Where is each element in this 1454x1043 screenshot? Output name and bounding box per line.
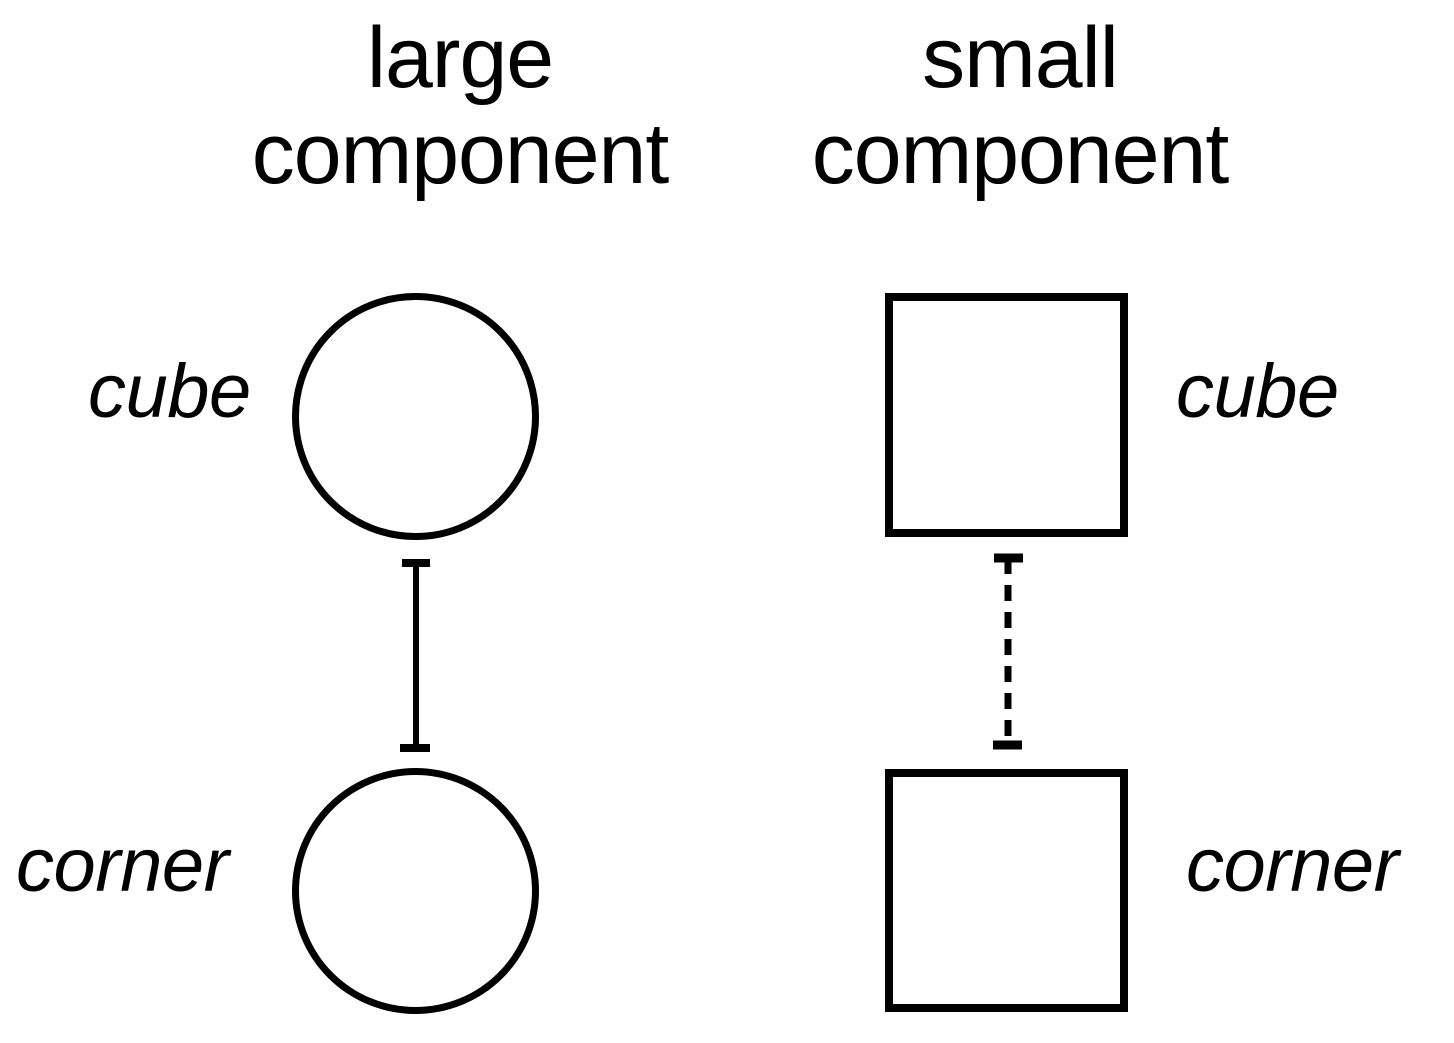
node-label-cube-small: cube <box>1176 349 1339 434</box>
edge-solid-svg <box>400 559 430 752</box>
edge-dashed-svg <box>993 553 1023 750</box>
node-label-cube-large: cube <box>88 349 251 434</box>
column-heading-large: large component <box>251 10 670 202</box>
column-heading-small: small component <box>811 10 1230 202</box>
node-square-corner-small[interactable] <box>885 769 1128 1012</box>
node-circle-cube-large[interactable] <box>292 293 539 540</box>
node-circle-corner-large[interactable] <box>292 768 539 1014</box>
node-label-corner-large: corner <box>16 823 229 908</box>
edge-solid-cube-corner[interactable] <box>390 552 442 758</box>
edge-dashed-cube-corner[interactable] <box>982 548 1034 754</box>
node-label-corner-small: corner <box>1186 823 1399 908</box>
node-square-cube-small[interactable] <box>885 293 1128 537</box>
